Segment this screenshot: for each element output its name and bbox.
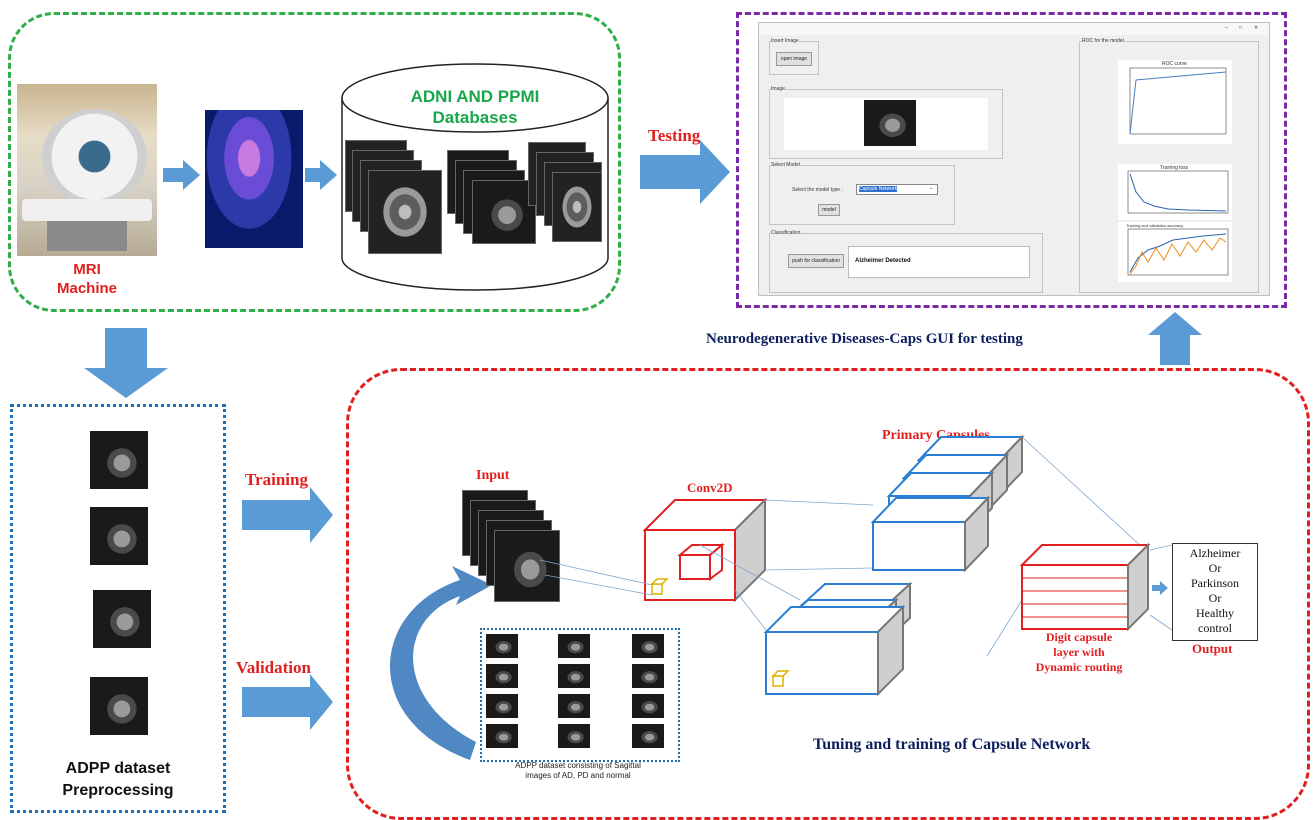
arrow-feedback-curve bbox=[390, 566, 492, 760]
gui-caption: Neurodegenerative Diseases-Caps GUI for … bbox=[706, 331, 1023, 347]
arrow-testing bbox=[640, 140, 730, 204]
mri-label-line2: Machine bbox=[56, 280, 117, 297]
digit-capsule-block bbox=[1019, 542, 1151, 632]
gui-region bbox=[736, 12, 1287, 308]
open-image-button[interactable]: open image bbox=[776, 52, 812, 66]
database-title-line2: Databases bbox=[432, 108, 518, 127]
select-model-group: Select Model Select the model type : Cap… bbox=[769, 162, 955, 225]
maximize-icon[interactable]: □ bbox=[1239, 25, 1243, 31]
insert-image-group-label: Insert Image bbox=[771, 38, 799, 44]
gui-window: – □ ✕ Insert Image open image Image Sele… bbox=[758, 22, 1270, 296]
select-model-group-label: Select Model bbox=[771, 162, 800, 168]
result-text: Alzheimer Detected bbox=[855, 258, 911, 264]
training-loss-curve bbox=[1129, 173, 1227, 212]
dataset-scan-2 bbox=[90, 507, 148, 565]
output-class-0: Alzheimer bbox=[1189, 546, 1241, 560]
input-label: Input bbox=[476, 468, 510, 483]
conv2d-block bbox=[642, 497, 768, 603]
capsnet-section-title: Tuning and training of Capsule Network bbox=[813, 736, 1091, 753]
arrow-up-to-gui bbox=[1148, 312, 1202, 365]
training-label: Training bbox=[245, 470, 308, 489]
dataset-region bbox=[10, 404, 226, 813]
dataset-caption-line1: ADPP dataset consisting of Sagittal bbox=[515, 761, 641, 770]
preview-brain-scan bbox=[864, 100, 916, 146]
model-type-select-value: Capsule Network bbox=[859, 186, 898, 192]
conv2d-label: Conv2D bbox=[687, 480, 733, 495]
image-preview-area bbox=[784, 98, 988, 150]
conv-kernel-small bbox=[650, 578, 669, 595]
dataset-label-line1: ADPP dataset bbox=[65, 760, 171, 777]
mri-label-line1: MRI bbox=[73, 261, 101, 278]
image-group-label: Image bbox=[771, 86, 785, 92]
model-button[interactable]: model bbox=[818, 204, 840, 216]
arrow-brain-to-db bbox=[305, 160, 337, 190]
testing-label: Testing bbox=[648, 126, 701, 145]
output-class-5: control bbox=[1198, 621, 1232, 635]
insert-image-group: Insert Image open image bbox=[769, 38, 819, 75]
chevron-down-icon: ⌄ bbox=[929, 185, 934, 191]
roc-group-label: ROC for the model bbox=[1082, 38, 1124, 44]
close-icon[interactable]: ✕ bbox=[1254, 25, 1259, 31]
digit-label-line3: Dynamic routing bbox=[1035, 660, 1123, 674]
output-class-4: Healthy bbox=[1196, 606, 1234, 620]
roc-curve bbox=[1129, 71, 1227, 135]
training-loss-chart: Training loss bbox=[1118, 164, 1232, 220]
minimize-icon[interactable]: – bbox=[1225, 25, 1228, 31]
val-accuracy-curve bbox=[1129, 237, 1227, 275]
dataset-caption-line2: images of AD, PD and normal bbox=[525, 771, 631, 780]
capsule-kernel-small bbox=[771, 670, 790, 687]
roc-group: ROC for the model ROC curve Training los… bbox=[1079, 38, 1259, 293]
output-class-2: Parkinson bbox=[1191, 576, 1239, 590]
digit-label-line1: Digit capsule bbox=[1045, 630, 1113, 644]
classify-button[interactable]: push for classification bbox=[788, 254, 844, 268]
brain-head-image bbox=[205, 110, 303, 248]
roc-chart-title: ROC curve bbox=[1162, 61, 1187, 67]
arrow-to-output bbox=[1152, 581, 1168, 595]
mri-machine-photo bbox=[17, 84, 157, 256]
output-label: Output bbox=[1192, 641, 1233, 656]
arrow-down-to-dataset bbox=[84, 328, 168, 398]
dataset-label-line2: Preprocessing bbox=[62, 782, 174, 799]
output-box: Alzheimer Or Parkinson Or Healthy contro… bbox=[1172, 543, 1258, 641]
image-group: Image bbox=[769, 86, 1003, 159]
validation-label: Validation bbox=[236, 658, 311, 677]
acquisition-region bbox=[8, 12, 621, 312]
arrow-validation bbox=[242, 674, 333, 730]
select-model-label: Select the model type : bbox=[792, 187, 843, 193]
database-title-line1: ADNI AND PPMI bbox=[410, 87, 540, 106]
window-titlebar: – □ ✕ bbox=[759, 23, 1269, 35]
accuracy-chart: Training and validation accuracy bbox=[1118, 222, 1232, 282]
validation-dataset-grid bbox=[480, 628, 680, 762]
dataset-scan-3 bbox=[93, 590, 151, 648]
classification-group: Classification push for classification A… bbox=[769, 230, 1043, 293]
roc-chart: ROC curve bbox=[1118, 60, 1232, 144]
model-type-select[interactable]: Capsule Network ⌄ bbox=[856, 184, 938, 195]
dataset-scan-4 bbox=[90, 677, 148, 735]
output-class-1: Or bbox=[1208, 561, 1222, 575]
training-loss-title: Training loss bbox=[1160, 165, 1189, 171]
primary-capsules-upper bbox=[870, 434, 1025, 573]
accuracy-title: Training and validation accuracy bbox=[1126, 223, 1184, 228]
primary-capsules-lower bbox=[763, 581, 913, 697]
arrow-mri-to-brain bbox=[163, 160, 200, 190]
arrow-training bbox=[242, 487, 333, 543]
classification-group-label: Classification bbox=[771, 230, 801, 236]
output-class-3: Or bbox=[1208, 591, 1222, 605]
digit-label-line2: layer with bbox=[1053, 645, 1105, 659]
result-box: Alzheimer Detected bbox=[848, 246, 1030, 278]
dataset-scan-1 bbox=[90, 431, 148, 489]
